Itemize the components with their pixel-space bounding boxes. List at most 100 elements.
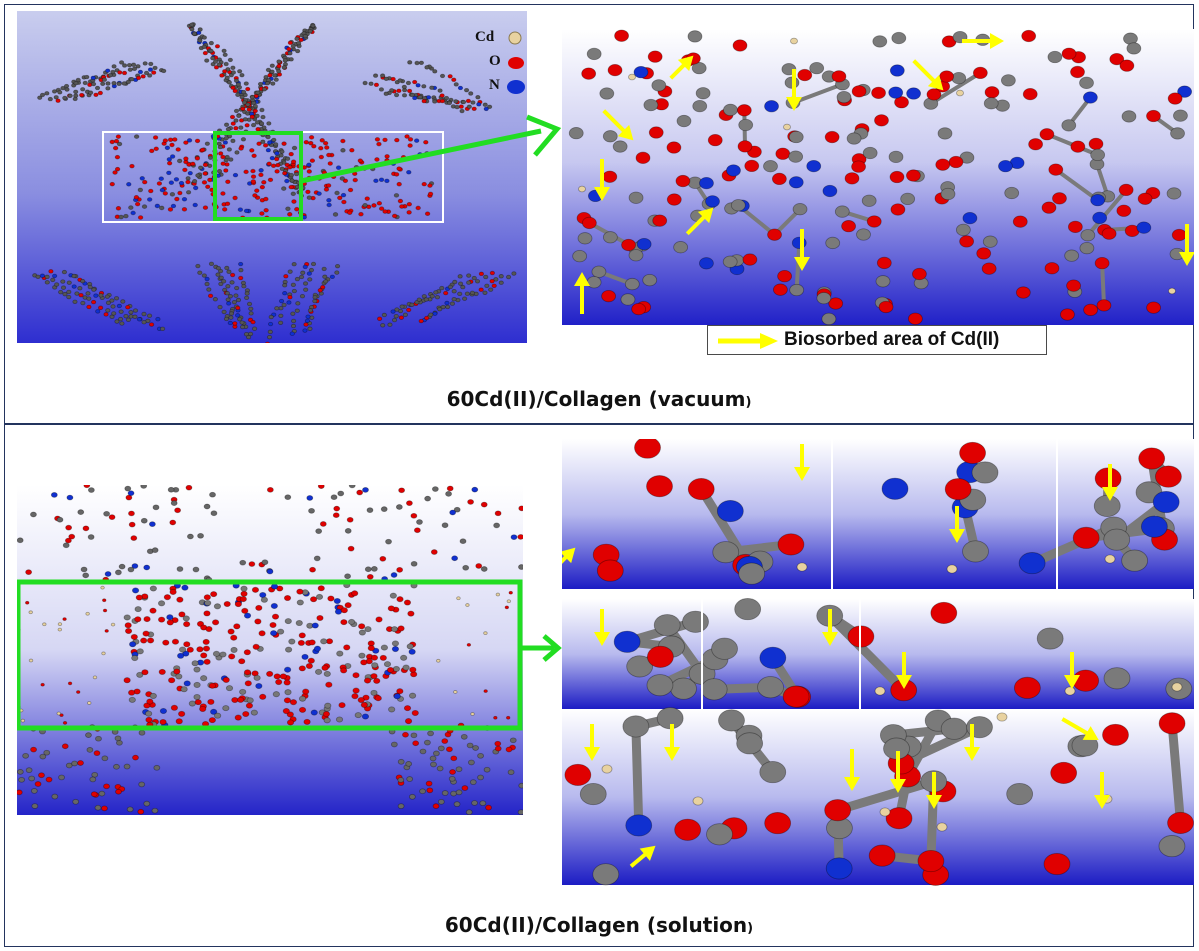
oxygen-atom: [601, 289, 616, 303]
carbon-atom: [210, 61, 216, 67]
carbon-atom: [261, 559, 269, 566]
nitrogen-atom: [444, 300, 450, 306]
zoom-connector-arrow: [300, 114, 562, 184]
cadmium-atom: [42, 622, 47, 627]
nitrogen-atom: [449, 509, 457, 516]
carbon-atom: [269, 69, 275, 74]
oxygen-atom: [581, 67, 597, 80]
carbon-atom: [424, 495, 432, 502]
nitrogen-atom: [457, 85, 464, 91]
carbon-atom: [445, 304, 451, 310]
carbon-atom: [141, 311, 147, 317]
carbon-atom: [430, 761, 437, 768]
nitrogen-atom: [726, 164, 741, 177]
oxygen-atom: [137, 808, 145, 815]
carbon-atom: [233, 78, 240, 83]
oxygen-atom: [478, 287, 484, 292]
oxygen-atom: [17, 789, 23, 796]
oxygen-atom: [317, 485, 325, 489]
oxygen-atom: [251, 586, 260, 593]
carbon-atom: [509, 737, 517, 744]
nitrogen-atom: [139, 176, 145, 181]
oxygen-atom: [294, 206, 300, 212]
bond: [928, 70, 983, 106]
carbon-atom: [691, 62, 707, 75]
nitrogen-atom: [164, 145, 171, 151]
nitrogen-atom: [226, 301, 232, 306]
carbon-atom: [875, 275, 891, 288]
carbon-atom: [52, 285, 58, 290]
oxygen-atom: [467, 499, 475, 505]
nitrogen-atom: [131, 563, 139, 569]
carbon-atom: [825, 236, 841, 250]
oxygen-atom: [149, 148, 155, 154]
oxygen-atom: [246, 107, 252, 112]
carbon-atom: [167, 486, 175, 493]
carbon-atom: [397, 777, 405, 783]
carbon-atom: [437, 798, 445, 805]
carbon-atom: [169, 192, 176, 197]
oxygen-atom: [736, 104, 752, 117]
oxygen-atom: [148, 322, 155, 327]
oxygen-atom: [1022, 87, 1038, 101]
carbon-atom: [17, 537, 24, 544]
oxygen-atom: [343, 644, 351, 651]
oxygen-atom: [394, 137, 400, 143]
carbon-atom: [116, 141, 123, 147]
carbon-atom: [362, 202, 368, 208]
oxygen-atom: [167, 207, 174, 212]
carbon-atom: [74, 291, 80, 296]
carbon-atom: [477, 774, 484, 781]
oxygen-atom: [374, 157, 380, 162]
oxygen-atom: [202, 638, 210, 645]
nitrogen-atom: [791, 236, 807, 249]
carbon-atom: [18, 776, 25, 783]
nitrogen-atom: [476, 102, 482, 107]
oxygen-atom: [207, 293, 214, 299]
bond: [1053, 167, 1100, 203]
oxygen-atom: [382, 209, 388, 214]
carbon-atom: [937, 127, 953, 140]
nitrogen-atom: [699, 257, 714, 270]
carbon-atom: [257, 81, 264, 87]
oxygen-atom: [441, 738, 449, 744]
oxygen-atom: [239, 596, 247, 603]
carbon-atom: [385, 538, 392, 545]
carbon-atom: [397, 78, 403, 83]
carbon-atom: [372, 73, 379, 78]
vacuum-zoomed-image: [562, 29, 1194, 325]
carbon-atom: [219, 651, 227, 658]
carbon-atom: [137, 187, 144, 193]
oxygen-atom: [170, 704, 178, 711]
solution-zoomed-svg: [562, 439, 1194, 886]
carbon-atom: [192, 566, 200, 573]
oxygen-atom: [203, 610, 211, 617]
carbon-atom: [414, 300, 420, 305]
nitrogen-atom: [310, 709, 318, 716]
nitrogen-atom: [1136, 221, 1152, 234]
cadmium-atom: [436, 658, 441, 663]
carbon-atom: [132, 314, 138, 319]
carbon-atom: [238, 267, 244, 273]
carbon-atom: [381, 312, 387, 318]
solution-overview-image: [17, 485, 523, 815]
solution-overview-svg: [17, 485, 523, 815]
carbon-atom: [159, 205, 165, 211]
carbon-atom: [441, 790, 449, 796]
oxygen-atom: [222, 676, 230, 683]
oxygen-atom: [238, 275, 244, 281]
carbon-atom: [193, 666, 201, 673]
carbon-atom: [401, 84, 407, 90]
oxygen-atom: [287, 164, 293, 170]
carbon-atom: [323, 670, 331, 677]
carbon-atom: [272, 691, 280, 698]
carbon-atom: [201, 273, 207, 278]
oxygen-atom: [153, 146, 159, 152]
oxygen-atom: [634, 439, 661, 459]
carbon-atom: [195, 263, 201, 269]
cd-pointer-arrow: [602, 109, 634, 141]
oxygen-atom: [1041, 201, 1057, 214]
carbon-atom: [80, 87, 86, 92]
oxygen-atom: [287, 40, 293, 45]
oxygen-atom: [458, 104, 464, 109]
